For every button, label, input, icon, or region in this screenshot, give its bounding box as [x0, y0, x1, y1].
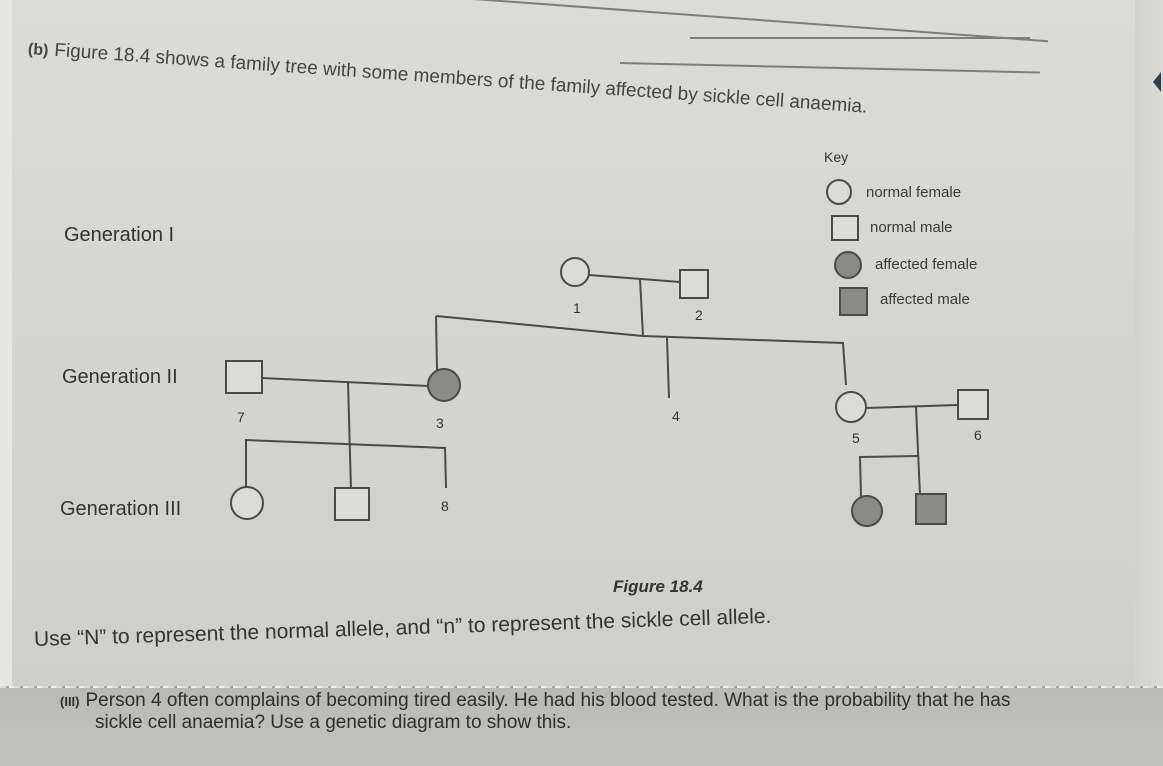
- gen3-normal-male-symbol: [334, 487, 370, 521]
- textbook-page: [0, 0, 1163, 686]
- person-5-label: 5: [852, 430, 860, 446]
- generation-label-1: Generation I: [64, 224, 175, 246]
- person-5-normal-female-symbol: [835, 391, 867, 423]
- person-7-label: 7: [237, 409, 245, 425]
- person-7-normal-male-symbol: [225, 360, 263, 394]
- person-3-label: 3: [436, 415, 444, 431]
- key-label-affected-male: affected male: [880, 291, 970, 308]
- generation-label-2: Generation II: [62, 366, 178, 388]
- person-3-affected-female-symbol: [427, 368, 461, 402]
- question-number: (III): [60, 694, 80, 709]
- question-line-1: Person 4 often complains of becoming tir…: [85, 690, 1011, 711]
- person-8-label: 8: [441, 498, 449, 514]
- generation-label-3: Generation III: [60, 498, 182, 520]
- question-text: (III) Person 4 often complains of becomin…: [60, 690, 1140, 733]
- gen3-normal-female-symbol: [230, 486, 264, 520]
- answer-line: [690, 37, 1030, 39]
- person-1-label: 1: [573, 300, 581, 316]
- person-2-label: 2: [695, 307, 703, 323]
- key-affected-female-icon: [834, 251, 862, 279]
- key-normal-female-icon: [826, 179, 852, 205]
- key-title: Key: [824, 149, 849, 165]
- person-1-normal-female-symbol: [560, 257, 590, 287]
- key-label-normal-male: normal male: [870, 219, 953, 236]
- question-strip: [0, 686, 1163, 766]
- gen3-affected-male-symbol: [915, 493, 947, 525]
- person-2-normal-male-symbol: [679, 269, 709, 299]
- person-6-normal-male-symbol: [957, 389, 989, 420]
- key-normal-male-icon: [831, 215, 859, 241]
- page-edge-right: [1135, 0, 1163, 686]
- key-label-affected-female: affected female: [875, 256, 978, 273]
- strip-divider: [0, 686, 1163, 688]
- key-label-normal-female: normal female: [866, 184, 962, 201]
- question-line-2: sickle cell anaemia? Use a genetic diagr…: [95, 712, 572, 733]
- figure-caption: Figure 18.4: [613, 577, 703, 596]
- page-corner-marker: [1153, 72, 1161, 92]
- person-6-label: 6: [974, 427, 982, 443]
- gen3-affected-female-symbol: [851, 495, 883, 527]
- key-affected-male-icon: [839, 287, 868, 316]
- page-edge: [0, 0, 12, 686]
- pedigree-diagram: [225, 179, 989, 527]
- person-4-label: 4: [672, 408, 680, 424]
